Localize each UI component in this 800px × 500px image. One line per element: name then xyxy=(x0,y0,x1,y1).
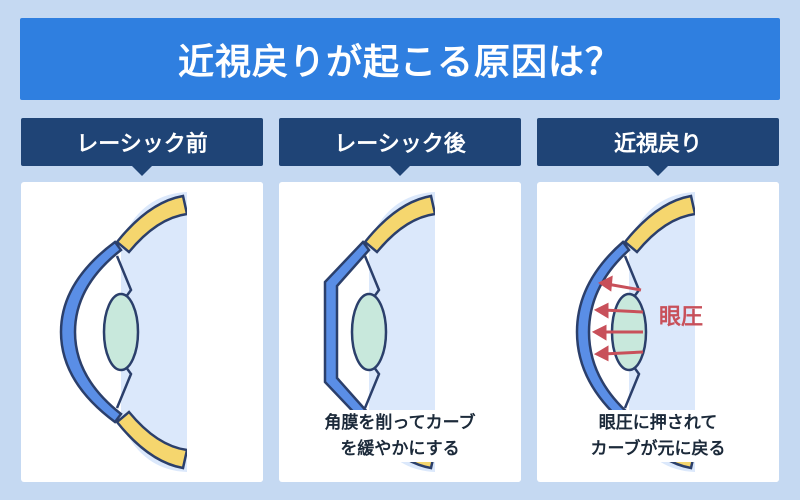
pressure-label: 眼圧 xyxy=(659,305,704,330)
diagram-card: 角膜を削ってカーブ を緩やかにする xyxy=(279,182,521,482)
panel-myopia-regression: 近視戻り 眼圧 眼圧に押されて カーブが元に戻る xyxy=(537,118,779,482)
panel-label: レーシック前 xyxy=(21,118,263,166)
eye-diagram-icon xyxy=(59,182,263,482)
page-title: 近視戻りが起こる原因は？ xyxy=(20,18,780,100)
panel-after-lasik: レーシック後 角膜を削ってカーブ を緩やかにする xyxy=(279,118,521,482)
diagram-card: 眼圧 眼圧に押されて カーブが元に戻る xyxy=(537,182,779,482)
panel-caption: 角膜を削ってカーブ を緩やかにする xyxy=(279,410,521,462)
panel-label: 近視戻り xyxy=(537,118,779,166)
panel-before-lasik: レーシック前 xyxy=(21,118,263,482)
diagram-card xyxy=(21,182,263,482)
panel-caption: 眼圧に押されて カーブが元に戻る xyxy=(537,410,779,462)
panel-label: レーシック後 xyxy=(279,118,521,166)
pressure-arrow-icon xyxy=(591,275,644,362)
